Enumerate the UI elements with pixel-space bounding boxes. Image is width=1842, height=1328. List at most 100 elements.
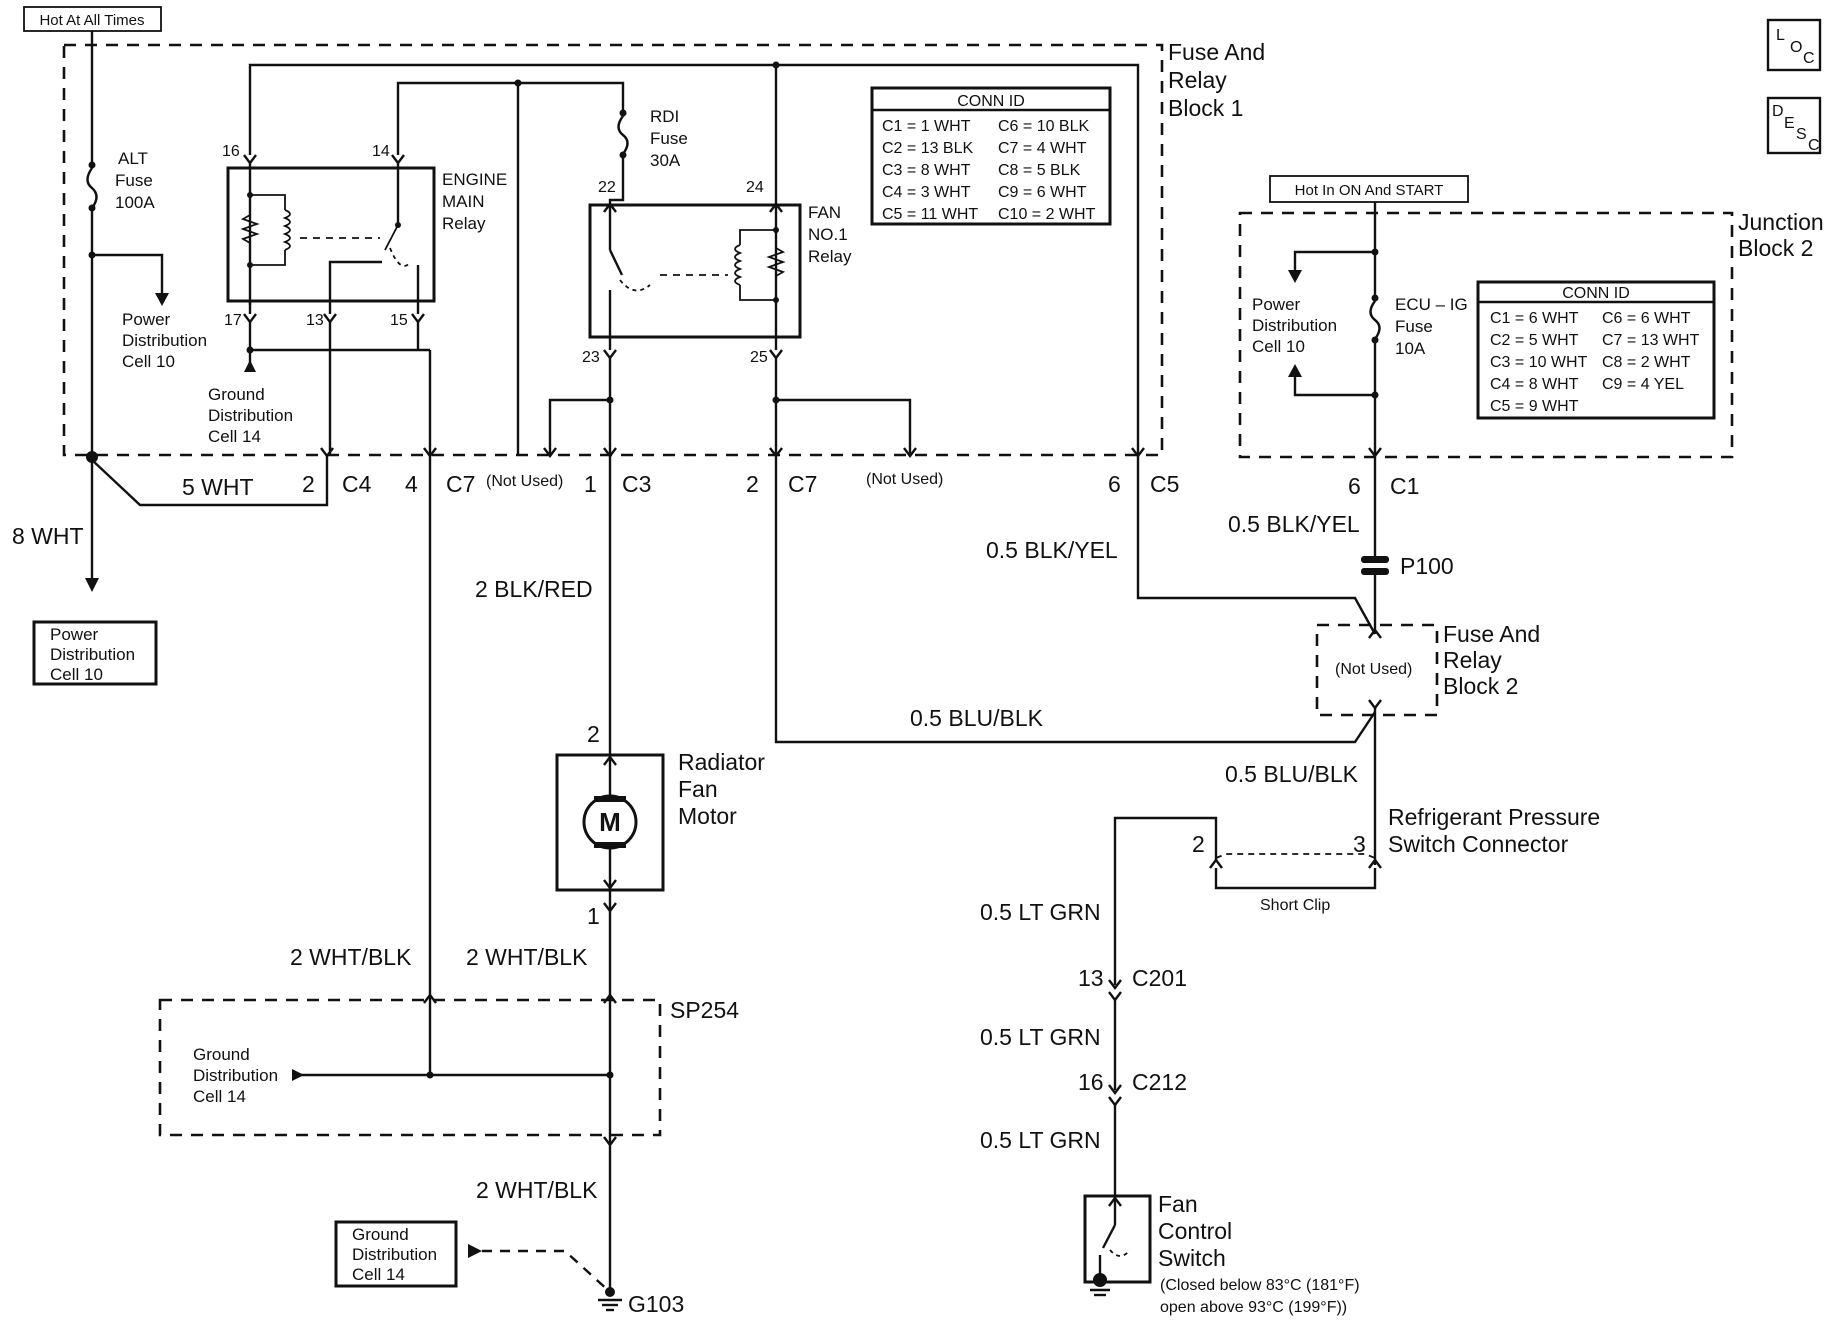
fuse-relay-block-1-label: Fuse And Relay Block 1 (1168, 39, 1272, 121)
svg-text:C8 = 5 BLK: C8 = 5 BLK (998, 162, 1081, 179)
fuse-relay-block-1-outline (62, 43, 1164, 457)
ground-arrow-icon (244, 360, 256, 372)
engine-main-relay-label: ENGINE MAIN Relay (442, 170, 512, 233)
wire-2whtblk-c: 2 WHT/BLK (476, 1177, 598, 1203)
sp254-outline (158, 998, 662, 1137)
svg-text:C4 = 3 WHT: C4 = 3 WHT (882, 184, 971, 201)
c1-pin: 6 (1348, 473, 1361, 499)
c3-pin: 1 (584, 471, 597, 497)
wire-05ltgrn-c: 0.5 LT GRN (980, 1127, 1101, 1153)
svg-text:O: O (1790, 39, 1802, 56)
svg-text:17: 17 (224, 312, 242, 329)
svg-text:C3 = 10 WHT: C3 = 10 WHT (1490, 354, 1588, 371)
wire-2whtblk-a: 2 WHT/BLK (290, 944, 412, 970)
c3-name: C3 (622, 471, 651, 497)
c4-pin: 2 (302, 471, 315, 497)
svg-text:2: 2 (587, 721, 600, 747)
svg-text:C10 = 2 WHT: C10 = 2 WHT (998, 206, 1096, 223)
c212-pin: 16 (1078, 1069, 1104, 1095)
not-used-2: (Not Used) (866, 471, 943, 488)
power-dist-cell-10-inner: Power Distribution Cell 10 (122, 310, 212, 371)
svg-text:C2 = 5 WHT: C2 = 5 WHT (1490, 332, 1579, 349)
svg-text:S: S (1796, 126, 1807, 143)
loc-badge[interactable]: L O C (1766, 18, 1822, 72)
svg-text:C3 = 8 WHT: C3 = 8 WHT (882, 162, 971, 179)
svg-text:3: 3 (1353, 831, 1366, 857)
short-clip-label: Short Clip (1260, 897, 1330, 914)
svg-text:C5 = 11 WHT: C5 = 11 WHT (882, 206, 978, 223)
c7a-name: C7 (446, 471, 475, 497)
svg-text:D: D (1772, 103, 1784, 120)
wire-05blkyel-a: 0.5 BLK/YEL (986, 537, 1118, 563)
svg-text:2: 2 (1192, 831, 1205, 857)
svg-text:C: C (1803, 50, 1815, 67)
svg-text:C2 = 13 BLK: C2 = 13 BLK (882, 140, 974, 157)
svg-text:Ground Distribution Ce: Ground Distribution Cell 14 (352, 1225, 442, 1284)
ecu-ig-fuse-label: ECU – IG Fuse 10A (1395, 295, 1472, 358)
junction-block-2-label: Junction Block 2 (1738, 209, 1830, 261)
fan-control-switch-label: Fan Control Switch (1158, 1191, 1239, 1271)
radiator-fan-motor-label: Radiator Fan Motor (678, 749, 771, 829)
c201-pin: 13 (1078, 965, 1104, 991)
c7a-pin: 4 (405, 471, 418, 497)
c7b-name: C7 (788, 471, 817, 497)
refrigerant-switch-label: Refrigerant Pressure Switch Connector (1388, 804, 1607, 857)
wire-2blkred: 2 BLK/RED (475, 576, 593, 602)
fuse-relay-block-2-not-used: (Not Used) (1335, 661, 1412, 678)
ground-dist-cell-14-inner: Ground Distribution Cell 14 (208, 385, 298, 446)
wire-8wht: 8 WHT (12, 523, 84, 549)
svg-text:M: M (599, 807, 621, 837)
power-dist-cell-10-box[interactable] (32, 620, 158, 686)
svg-text:C4 = 8 WHT: C4 = 8 WHT (1490, 376, 1579, 393)
not-used-1: (Not Used) (486, 473, 563, 490)
arrow-down-icon (155, 293, 169, 306)
svg-text:C8 = 2 WHT: C8 = 2 WHT (1602, 354, 1691, 371)
wire-05blublk-b: 0.5 BLU/BLK (1225, 761, 1359, 787)
svg-text:C7 = 13 WHT: C7 = 13 WHT (1602, 332, 1700, 349)
svg-text:CONN ID: CONN ID (957, 93, 1025, 110)
ecu-ig-fuse-icon (1369, 294, 1381, 344)
svg-text:1: 1 (587, 903, 600, 929)
fuse-relay-block-2-label: Fuse And Relay Block 2 (1443, 621, 1547, 699)
rdi-fuse-label: RDI Fuse 30A (650, 107, 693, 170)
fan-no1-relay (588, 203, 802, 339)
svg-text:23: 23 (582, 349, 600, 366)
svg-text:15: 15 (390, 312, 408, 329)
c201-name: C201 (1132, 965, 1187, 991)
c5-pin: 6 (1108, 471, 1121, 497)
svg-text:C1 = 6 WHT: C1 = 6 WHT (1490, 310, 1579, 327)
svg-text:E: E (1784, 115, 1795, 132)
sp254-label: SP254 (670, 997, 739, 1023)
fan-no1-relay-label: FAN NO.1 Relay (808, 203, 852, 266)
wire-05blkyel-b: 0.5 BLK/YEL (1228, 511, 1360, 537)
c5-name: C5 (1150, 471, 1179, 497)
wire-5wht: 5 WHT (182, 474, 254, 500)
sp254-ground-dist-cell-14: Ground Distribution Cell 14 (193, 1045, 283, 1106)
svg-text:L: L (1776, 27, 1785, 44)
svg-text:C7 = 4 WHT: C7 = 4 WHT (998, 140, 1087, 157)
svg-text:16: 16 (222, 143, 240, 160)
svg-text:25: 25 (750, 349, 768, 366)
ground-dist-cell-14-box[interactable] (334, 1220, 458, 1288)
arrow-down-icon (85, 578, 99, 592)
svg-text:C1 = 1 WHT: C1 = 1 WHT (882, 118, 971, 135)
alt-fuse-label: ALT Fuse 100A (115, 149, 158, 212)
junction-block-2-outline (1238, 211, 1734, 459)
arrow-down-icon (1288, 270, 1302, 283)
wire-2whtblk-b: 2 WHT/BLK (466, 944, 588, 970)
conn-id-table-1: CONN ID C1 = 1 WHT C6 = 10 BLK C2 = 13 B… (870, 86, 1112, 226)
g103-label: G103 (628, 1291, 684, 1317)
conn-id-table-2: CONN ID C1 = 6 WHT C6 = 6 WHT C2 = 5 WHT… (1476, 280, 1716, 420)
svg-text:24: 24 (746, 179, 764, 196)
svg-text:C6 = 6 WHT: C6 = 6 WHT (1602, 310, 1691, 327)
c1-name: C1 (1390, 473, 1419, 499)
arrow-right-icon (468, 1244, 482, 1258)
svg-text:C9 = 6 WHT: C9 = 6 WHT (998, 184, 1087, 201)
p100-connector-icon (1361, 556, 1389, 575)
arrow-up-icon (1288, 364, 1302, 377)
wire-05ltgrn-a: 0.5 LT GRN (980, 899, 1101, 925)
alt-fuse-icon (86, 161, 98, 212)
svg-text:C9 = 4 YEL: C9 = 4 YEL (1602, 376, 1684, 393)
desc-badge[interactable]: D E S C (1766, 96, 1822, 155)
